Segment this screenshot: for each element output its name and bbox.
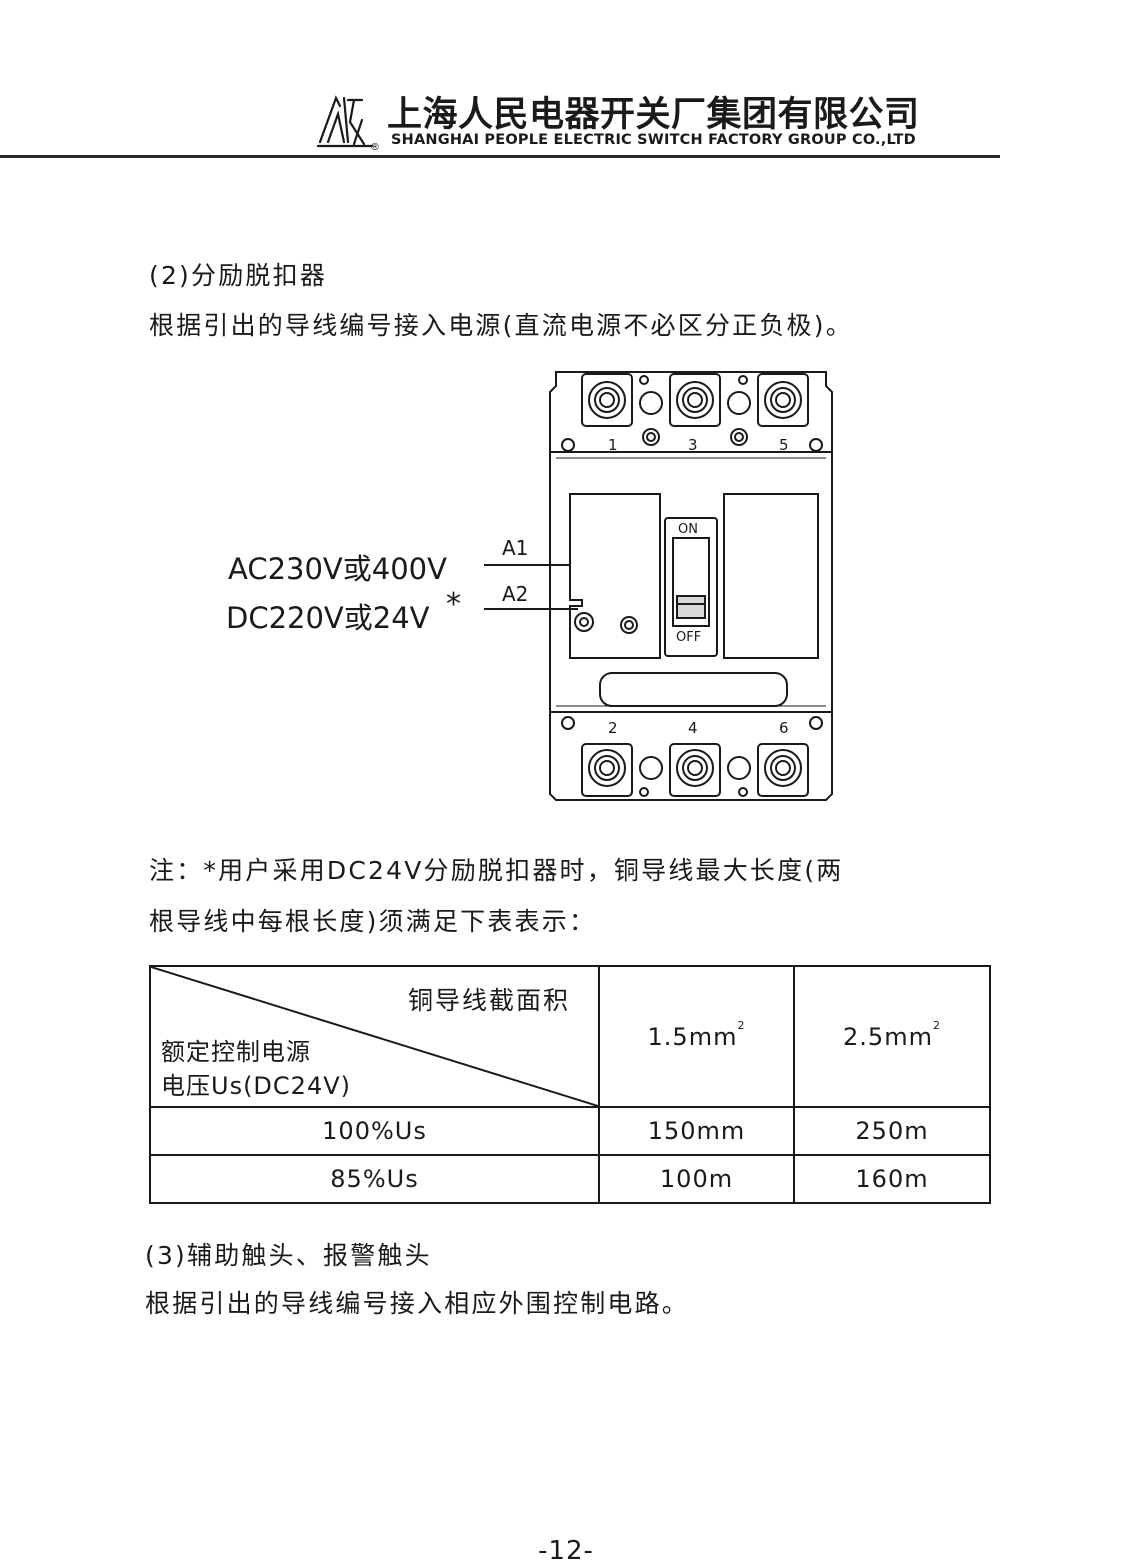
row-label: 100%Us [149,1106,600,1156]
nameplate-slot [599,672,788,707]
table-cell: 100m [598,1154,795,1204]
company-name-en: SHANGHAI PEOPLE ELECTRIC SWITCH FACTORY … [391,132,916,148]
corner-header-cross-section: 铜导线截面积 [407,986,570,1015]
terminal-2-housing [581,743,633,797]
company-name-cn: 上海人民电器开关厂集团有限公司 [387,95,920,135]
terminal-label-6: 6 [779,719,789,737]
breaker-housing [549,371,833,801]
switch-on-label: ON [678,522,698,537]
terminal-3-housing [669,373,721,427]
table-cell: 160m [793,1154,991,1204]
right-accessory-window [723,493,819,659]
table-row: 100%Us 150mm 250m [149,1106,991,1156]
terminal-label-2: 2 [608,719,618,737]
switch-off-label: OFF [676,630,701,645]
left-accessory-window [569,493,661,659]
company-logo: ® [316,95,380,152]
breaker-diagram: 1 3 5 2 4 6 ON OFF A1 A2 AC230V或400V DC2… [226,371,833,801]
terminal-label-3: 3 [688,436,698,454]
terminal-label-4: 4 [688,719,698,737]
corner-header-voltage: 额定控制电源 电压Us(DC24V) [161,1038,351,1100]
registered-mark: ® [370,142,380,152]
terminal-1-housing [581,373,633,427]
asterisk-mark: * [446,587,461,622]
column-header: 2.5mm2 [793,965,991,1108]
table-corner-cell: 铜导线截面积 额定控制电源 电压Us(DC24V) [149,965,600,1108]
section2-text: 根据引出的导线编号接入电源(直流电源不必区分正负极)。 [149,311,853,340]
section3-text: 根据引出的导线编号接入相应外围控制电路。 [145,1289,690,1318]
corner-diagonal [151,967,598,1106]
terminal-label-1: 1 [608,436,618,454]
terminal-label-5: 5 [779,436,789,454]
table-cell: 250m [793,1106,991,1156]
header-divider [0,155,1000,158]
table-cell: 150mm [598,1106,795,1156]
handle-lever [676,595,706,619]
ac-voltage-label: AC230V或400V [228,552,447,586]
note-line-1: 注：*用户采用DC24V分励脱扣器时，铜导线最大长度(两 [149,856,844,885]
terminal-a2-label: A2 [502,582,528,606]
handle-frame [664,517,718,657]
dc-voltage-label: DC220V或24V [226,601,430,635]
terminal-a1-label: A1 [502,536,528,560]
section3-heading: (3)辅助触头、报警触头 [145,1241,432,1270]
note-line-2: 根导线中每根长度)须满足下表表示： [149,907,597,936]
section2-heading: (2)分励脱扣器 [149,261,328,290]
wire-length-table: 铜导线截面积 额定控制电源 电压Us(DC24V) 1.5mm2 2.5mm2 … [149,965,991,1204]
page-number: -12- [538,1536,594,1566]
terminal-5-housing [757,373,809,427]
terminal-6-housing [757,743,809,797]
table-row: 85%Us 100m 160m [149,1154,991,1204]
column-header: 1.5mm2 [598,965,795,1108]
row-label: 85%Us [149,1154,600,1204]
terminal-4-housing [669,743,721,797]
